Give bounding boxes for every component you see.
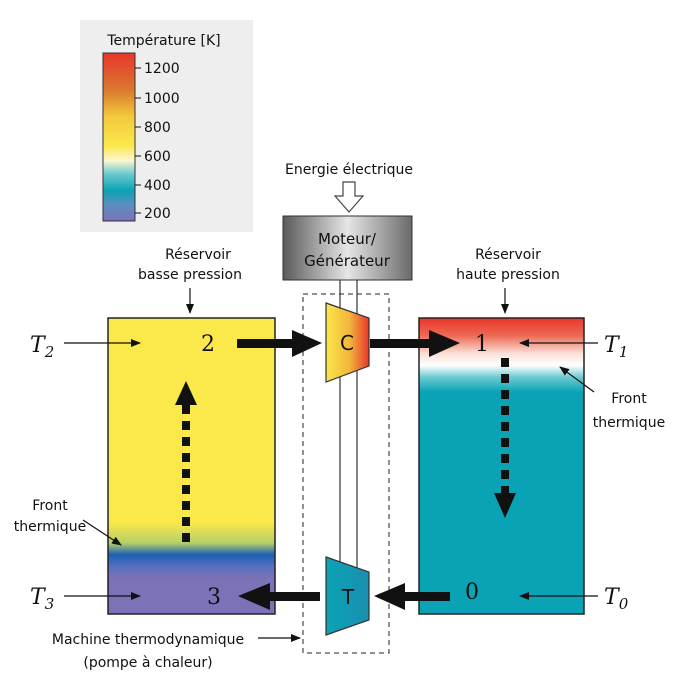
front-left-label-line2: thermique xyxy=(14,519,86,535)
flow-arrow-compressor-to-1 xyxy=(370,330,460,357)
motor-label-line2: Générateur xyxy=(304,252,391,270)
low-reservoir-label-line2: basse pression xyxy=(138,267,242,283)
machine-label-line1: Machine thermodynamique xyxy=(52,632,244,648)
machine-boundary xyxy=(302,293,390,654)
front-right-label-line2: thermique xyxy=(593,415,665,431)
front-left-label-line1: Front xyxy=(32,498,68,514)
compressor xyxy=(325,302,370,383)
color-scale-bar xyxy=(102,52,136,222)
t0-symbol: T0 xyxy=(604,585,629,613)
state-2-label: 2 xyxy=(201,332,215,357)
front-left-pointer xyxy=(82,519,122,546)
motor-generator-box xyxy=(282,215,413,281)
state-0-label: 0 xyxy=(465,580,479,605)
machine-label-line2: (pompe à chaleur) xyxy=(83,655,212,671)
low-pressure-reservoir xyxy=(107,317,276,615)
low-reservoir-label-line1: Réservoir xyxy=(165,247,231,263)
legend-tick-400: 400 xyxy=(144,178,171,194)
flow-arrow-0-to-turbine xyxy=(374,583,450,610)
state-1-label: 1 xyxy=(475,332,489,357)
high-pressure-reservoir xyxy=(418,317,585,615)
high-reservoir-label-line2: haute pression xyxy=(456,267,560,283)
t3-symbol: T3 xyxy=(30,585,54,613)
temperature-legend: Température [K] 1200 1000 800 600 400 20… xyxy=(80,20,253,232)
legend-tick-200: 200 xyxy=(144,206,171,222)
t2-symbol: T2 xyxy=(30,333,54,361)
legend-tick-800: 800 xyxy=(144,120,171,136)
dashed-arrow-down-right xyxy=(494,358,516,518)
turbine-label: T xyxy=(341,585,355,609)
legend-title: Température [K] xyxy=(106,33,220,49)
legend-ticks xyxy=(135,67,141,214)
front-right-label-line1: Front xyxy=(611,391,647,407)
motor-label-line1: Moteur/ xyxy=(318,230,377,248)
compressor-label: C xyxy=(340,331,354,355)
flow-arrow-2-to-compressor xyxy=(237,330,322,357)
state-3-label: 3 xyxy=(207,585,221,610)
turbine xyxy=(325,556,370,636)
flow-arrow-turbine-to-3 xyxy=(238,583,320,610)
energy-label: Energie électrique xyxy=(285,162,413,178)
legend-tick-1000: 1000 xyxy=(144,91,180,107)
legend-tick-600: 600 xyxy=(144,149,171,165)
legend-tick-1200: 1200 xyxy=(144,61,180,77)
t1-symbol: T1 xyxy=(604,333,628,361)
high-reservoir-label-line1: Réservoir xyxy=(475,247,541,263)
front-right-pointer xyxy=(559,366,595,393)
energy-input-arrow xyxy=(333,181,365,213)
dashed-arrow-up-left xyxy=(175,381,197,542)
